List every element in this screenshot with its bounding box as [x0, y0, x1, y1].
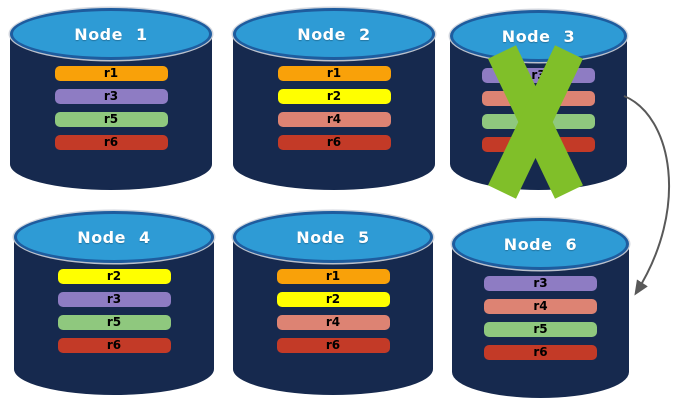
node-1-cylinder-top: Node 1 [10, 8, 212, 60]
node-2-row-r6: r6 [277, 135, 391, 150]
node-1-title: Node 1 [74, 24, 148, 44]
node-4-cylinder-top: Node 4 [14, 211, 214, 263]
node-1-row-r6: r6 [54, 135, 168, 150]
node-1-rows: r1 r3 r5 r6 [10, 66, 212, 150]
row-label: r2 [325, 292, 341, 306]
node-4: Node 4 r2 r3 r5 r6 [14, 211, 214, 395]
row-label: r2 [326, 89, 342, 103]
node-6-row-r5: r5 [484, 322, 597, 337]
node-1-row-r1: r1 [54, 66, 168, 81]
node-5-row-r2: r2 [276, 292, 390, 307]
row-label: r6 [106, 338, 122, 352]
row-label: r1 [326, 66, 342, 80]
row-label: r5 [103, 112, 119, 126]
node-5-cylinder-top: Node 5 [233, 211, 433, 263]
row-label: r6 [533, 345, 548, 359]
node-3-title: Node 3 [501, 26, 576, 46]
row-label: r3 [106, 292, 122, 306]
node-2-cylinder-top: Node 2 [233, 8, 435, 60]
node-3: Node 3 r3 r4 r5 r6 [450, 10, 627, 190]
node-3-cylinder-top: Node 3 [450, 10, 627, 62]
row-label: r6 [103, 135, 119, 149]
node-6-row-r4: r4 [484, 299, 597, 314]
node-6-rows: r3 r4 r5 r6 [452, 276, 629, 360]
node-5-title: Node 5 [296, 227, 370, 247]
node-4-row-r3: r3 [57, 292, 171, 307]
node-6-cylinder-top: Node 6 [452, 218, 629, 270]
node-1: Node 1 r1 r3 r5 r6 [10, 8, 212, 190]
node-6-row-r3: r3 [484, 276, 597, 291]
node-4-row-r5: r5 [57, 315, 171, 330]
failure-x-icon [488, 45, 583, 199]
arrow-path [623, 95, 671, 296]
row-label: r1 [325, 269, 341, 283]
node-4-rows: r2 r3 r5 r6 [14, 269, 214, 353]
node-5-rows: r1 r2 r4 r6 [233, 269, 433, 353]
node-2-row-r4: r4 [277, 112, 391, 127]
node-5-row-r1: r1 [276, 269, 390, 284]
row-label: r5 [533, 322, 548, 336]
row-label: r4 [326, 112, 342, 126]
node-6-row-r6: r6 [484, 345, 597, 360]
row-label: r3 [103, 89, 119, 103]
row-label: r4 [325, 315, 341, 329]
row-label: r5 [106, 315, 122, 329]
row-label: r6 [325, 338, 341, 352]
node-4-row-r2: r2 [57, 269, 171, 284]
node-5: Node 5 r1 r2 r4 r6 [233, 211, 433, 395]
node-2-rows: r1 r2 r4 r6 [233, 66, 435, 150]
node-6-title: Node 6 [503, 234, 578, 254]
node-5-row-r6: r6 [276, 338, 390, 353]
node-5-row-r4: r4 [276, 315, 390, 330]
node-2-title: Node 2 [297, 24, 371, 44]
row-label: r3 [533, 276, 548, 290]
node-1-row-r3: r3 [54, 89, 168, 104]
node-1-row-r5: r5 [54, 112, 168, 127]
row-label: r2 [106, 269, 122, 283]
x-stroke-2 [488, 45, 583, 199]
node-2-row-r1: r1 [277, 66, 391, 81]
row-label: r6 [326, 135, 342, 149]
row-label: r4 [533, 299, 548, 313]
node-2-row-r2: r2 [277, 89, 391, 104]
node-6: Node 6 r3 r4 r5 r6 [452, 218, 629, 398]
node-2: Node 2 r1 r2 r4 r6 [233, 8, 435, 190]
node-4-row-r6: r6 [57, 338, 171, 353]
row-label: r1 [103, 66, 119, 80]
node-4-title: Node 4 [77, 227, 151, 247]
